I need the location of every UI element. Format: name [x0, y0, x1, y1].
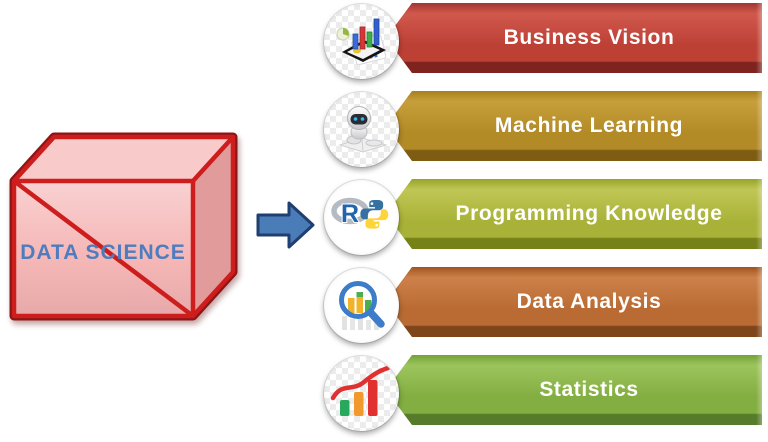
banner-business-vision: Business Vision: [386, 3, 762, 73]
trend-bar-chart-icon: [324, 356, 399, 431]
banner-label: Business Vision: [503, 26, 675, 49]
diagram-item-statistics: Statistics: [0, 352, 768, 440]
r-python-icon: R: [324, 180, 399, 255]
diagram-item-machine-learning: Machine Learning: [0, 88, 768, 176]
banner-programming-knowledge: Programming Knowledge: [386, 179, 762, 249]
robot-icon: [324, 92, 399, 167]
banner-machine-learning: Machine Learning: [386, 91, 762, 161]
svg-text:R: R: [340, 200, 358, 228]
diagram-item-business-vision: Business Vision: [0, 0, 768, 88]
banner-label: Statistics: [539, 378, 639, 401]
banner-label: Data Analysis: [516, 290, 662, 313]
data-science-label: DATA SCIENCE: [20, 241, 186, 264]
banner-data-analysis: Data Analysis: [386, 267, 762, 337]
data-science-box: DATA SCIENCE: [2, 126, 254, 338]
banner-statistics: Statistics: [386, 355, 762, 425]
box-faces: [9, 132, 238, 321]
magnifier-bar-chart-icon: [324, 268, 399, 343]
chart-growth-tablet-icon: [324, 4, 399, 79]
diagram-item-programming-knowledge: Programming Knowledge R: [0, 176, 768, 264]
cube-icon: DATA SCIENCE: [9, 132, 238, 321]
banner-label: Programming Knowledge: [455, 202, 723, 225]
flow-arrow-icon: [256, 201, 315, 249]
banner-label: Machine Learning: [494, 114, 684, 137]
diagram-item-data-analysis: Data Analysis: [0, 264, 768, 352]
